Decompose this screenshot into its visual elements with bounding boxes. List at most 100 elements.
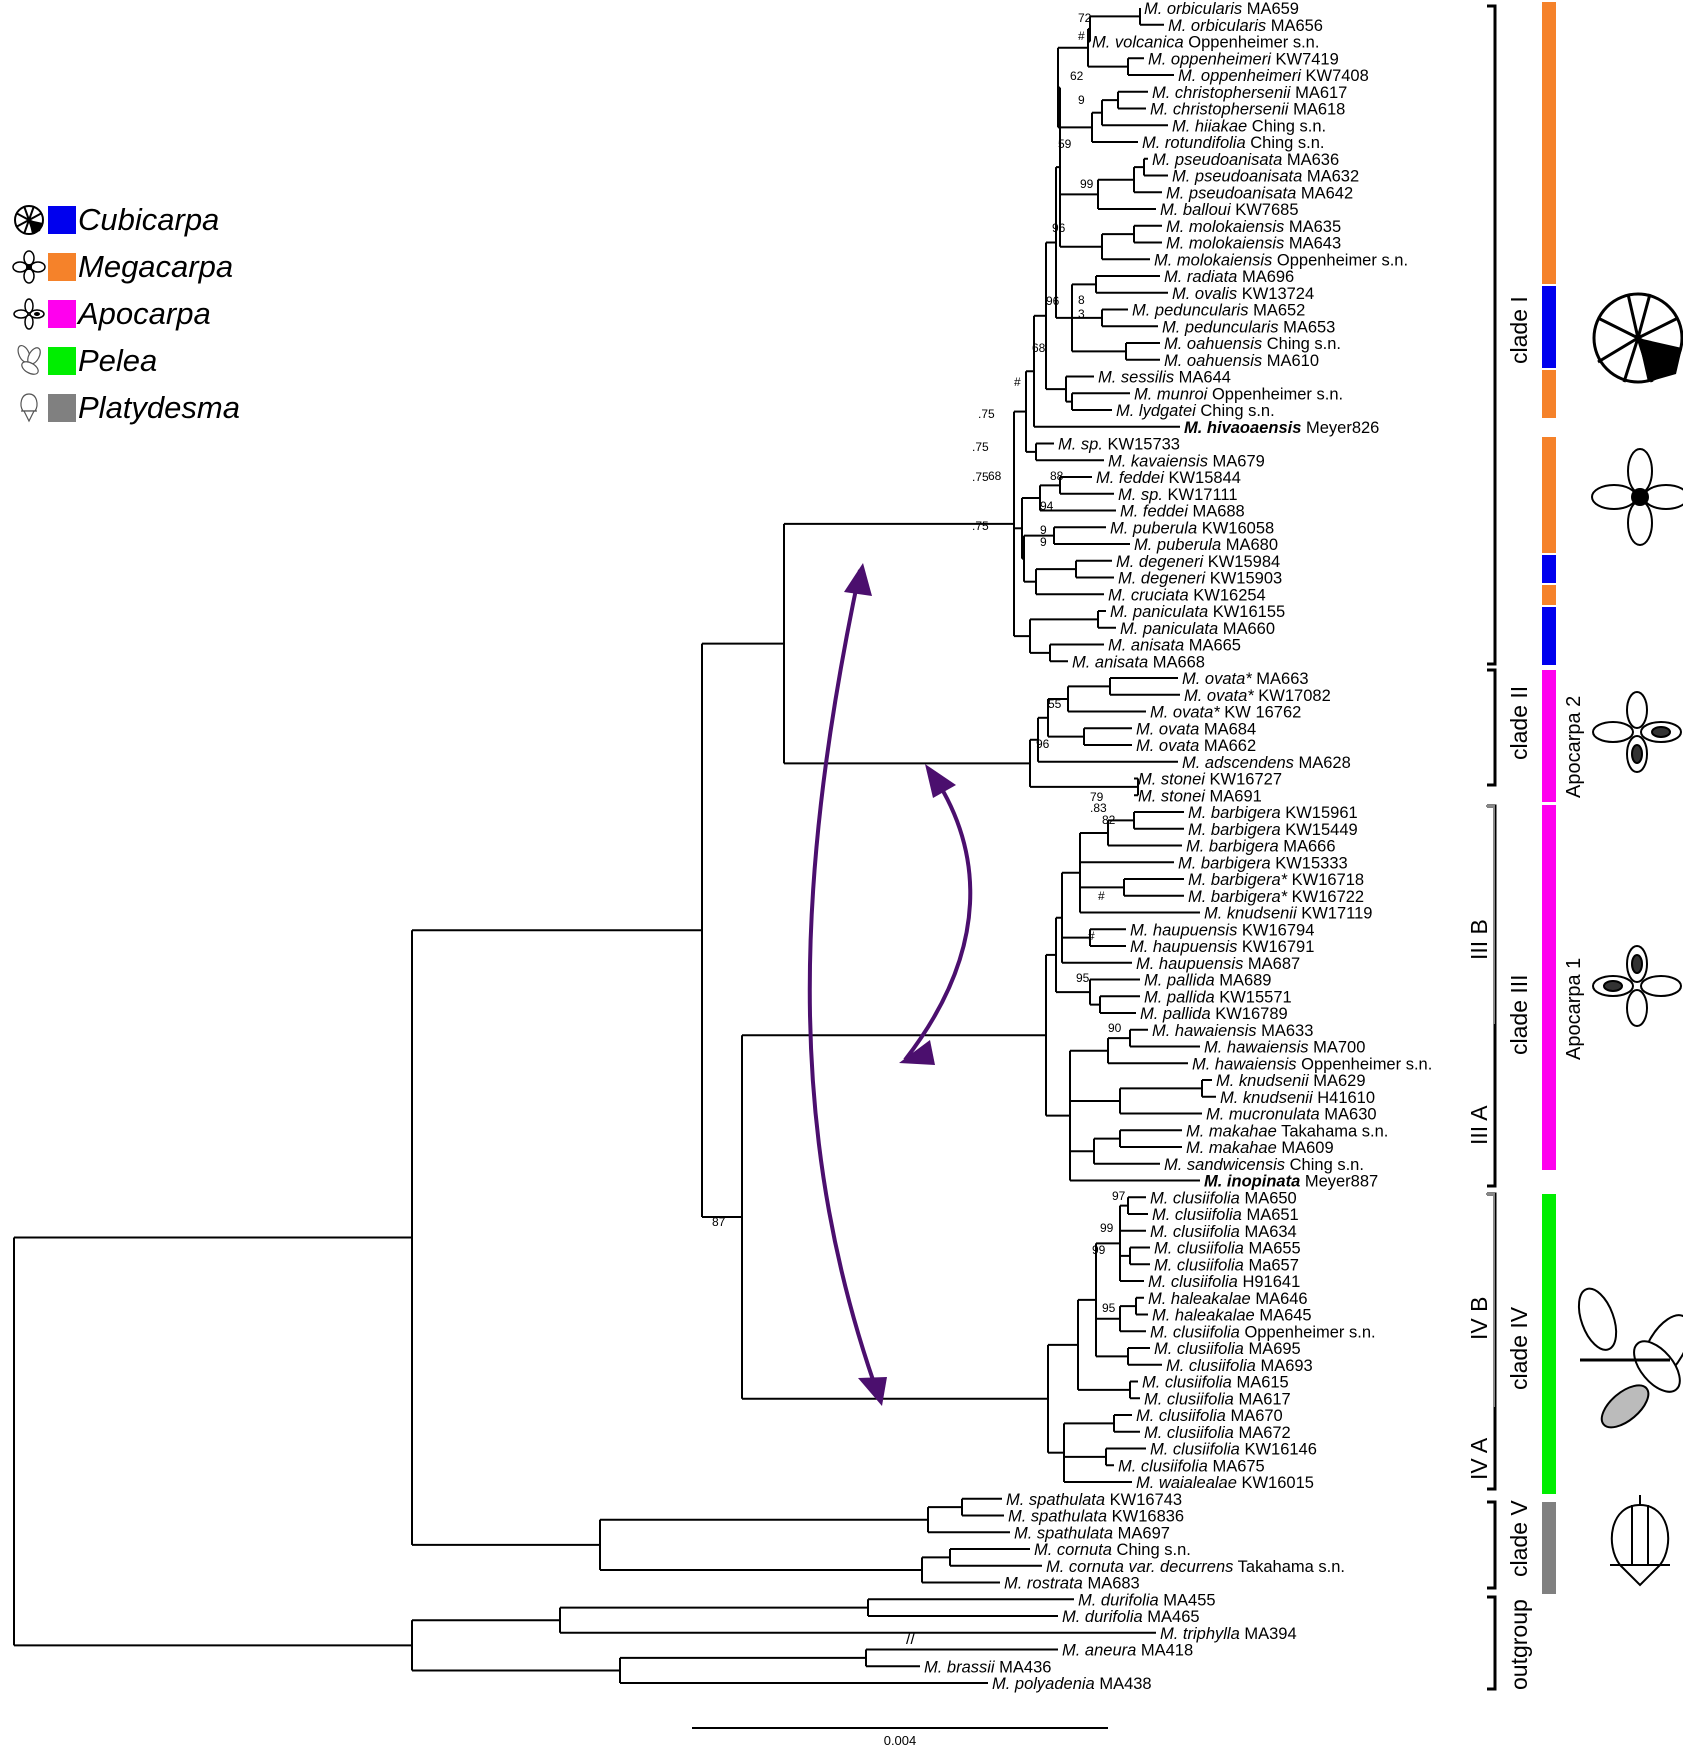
taxon-species: M. molokaiensis bbox=[1166, 235, 1284, 253]
taxon-species: M. oahuensis bbox=[1164, 335, 1262, 353]
taxon-voucher: KW13724 bbox=[1237, 285, 1314, 303]
taxon-voucher: MA455 bbox=[1159, 1591, 1216, 1609]
scale-bar-label: 0.004 bbox=[884, 1733, 917, 1748]
support-value: 87 bbox=[712, 1215, 726, 1229]
taxon-species: M. clusiifolia bbox=[1136, 1407, 1226, 1425]
taxon-label: M. ovata* KW 16762 bbox=[1150, 704, 1301, 722]
taxon-label: M. oahuensis Ching s.n. bbox=[1164, 335, 1341, 353]
taxon-label: M. oppenheimeri KW7408 bbox=[1178, 67, 1369, 85]
taxon-label: M. hawaiensis Oppenheimer s.n. bbox=[1192, 1055, 1432, 1073]
taxon-label: M. sandwicensis Ching s.n. bbox=[1164, 1156, 1364, 1174]
taxon-voucher: MA438 bbox=[1095, 1675, 1152, 1693]
taxon-species: M. clusiifolia bbox=[1166, 1357, 1256, 1375]
taxon-label: M. munroi Oppenheimer s.n. bbox=[1134, 385, 1343, 403]
taxon-label: M. peduncularis MA652 bbox=[1132, 302, 1305, 320]
taxon-label: M. spathulata MA697 bbox=[1014, 1524, 1170, 1542]
taxon-species: M. sandwicensis bbox=[1164, 1156, 1285, 1174]
taxon-voucher: KW17082 bbox=[1254, 687, 1331, 705]
taxon-species: M. feddei bbox=[1096, 469, 1165, 487]
support-value: 72 bbox=[1078, 11, 1092, 25]
taxon-voucher: MA660 bbox=[1218, 620, 1275, 638]
outgroup-label: outgroup bbox=[1506, 1599, 1532, 1690]
taxon-voucher: Ching s.n. bbox=[1196, 402, 1275, 420]
platydesma-flower-illustration bbox=[1610, 1495, 1670, 1587]
taxon-voucher: KW15571 bbox=[1215, 988, 1292, 1006]
taxon-voucher: MA632 bbox=[1302, 168, 1359, 186]
bracket-outgroup bbox=[1487, 1595, 1497, 1691]
taxon-label: M. clusiifolia MA672 bbox=[1144, 1424, 1291, 1442]
taxon-label: M. brassii MA436 bbox=[924, 1658, 1051, 1676]
taxon-voucher: KW7419 bbox=[1271, 50, 1339, 68]
clade-I-label: clade I bbox=[1506, 296, 1532, 364]
taxon-voucher: MA688 bbox=[1188, 503, 1245, 521]
taxon-voucher: MA665 bbox=[1184, 637, 1241, 655]
support-value: # bbox=[1078, 29, 1085, 43]
support-value: 99 bbox=[1092, 1243, 1106, 1257]
taxon-label: M. clusiifolia MA617 bbox=[1144, 1390, 1291, 1408]
taxon-species: M. barbigera bbox=[1188, 821, 1281, 839]
taxon-label: M. hiiakae Ching s.n. bbox=[1172, 117, 1326, 135]
taxon-species: M. molokaiensis bbox=[1154, 251, 1272, 269]
taxon-species: M. inopinata bbox=[1204, 1173, 1300, 1191]
taxon-voucher: KW16058 bbox=[1197, 519, 1274, 537]
bracket-clade-II bbox=[1487, 668, 1497, 787]
taxon-label: M. makahae MA609 bbox=[1186, 1139, 1334, 1157]
clade-IV-label: clade IV bbox=[1506, 1306, 1532, 1390]
taxon-species: M. haleakalae bbox=[1148, 1290, 1251, 1308]
taxon-voucher: MA670 bbox=[1226, 1407, 1283, 1425]
taxon-species: M. clusiifolia bbox=[1150, 1441, 1240, 1459]
taxon-voucher: KW16254 bbox=[1189, 586, 1266, 604]
taxon-label: M. barbigera KW15449 bbox=[1188, 821, 1358, 839]
taxon-label: M. paniculata MA660 bbox=[1120, 620, 1275, 638]
taxon-label: M. pallida MA689 bbox=[1144, 972, 1272, 990]
taxon-label: M. radiata MA696 bbox=[1164, 268, 1294, 286]
taxon-label: M. anisata MA668 bbox=[1072, 653, 1205, 671]
support-value: 59 bbox=[1058, 137, 1072, 151]
legend-item-platydesma: Platydesma bbox=[12, 384, 240, 431]
taxon-voucher: MA683 bbox=[1083, 1575, 1140, 1593]
taxon-species: M. knudsenii bbox=[1204, 905, 1298, 923]
taxon-label: M. pseudoanisata MA636 bbox=[1152, 151, 1339, 169]
taxon-species: M. durifolia bbox=[1078, 1591, 1159, 1609]
support-value: # bbox=[1014, 375, 1021, 389]
taxon-voucher: Ching s.n. bbox=[1112, 1541, 1191, 1559]
taxon-label: M. orbicularis MA656 bbox=[1168, 17, 1323, 35]
taxon-species: M. aneura bbox=[1062, 1642, 1136, 1660]
taxon-species: M. spathulata bbox=[1008, 1508, 1107, 1526]
support-value: .83 bbox=[1090, 801, 1107, 815]
taxon-species: M. barbigera* bbox=[1188, 888, 1288, 906]
taxon-voucher: Takahama s.n. bbox=[1277, 1122, 1389, 1140]
taxon-voucher: MA684 bbox=[1199, 720, 1256, 738]
taxon-species: M. pallida bbox=[1140, 1005, 1211, 1023]
support-value: 9 bbox=[1040, 535, 1047, 549]
taxon-species: M. stonei bbox=[1138, 771, 1206, 789]
taxon-voucher: Oppenheimer s.n. bbox=[1184, 34, 1320, 52]
taxon-label: M. puberula MA680 bbox=[1134, 536, 1278, 554]
taxon-label: M. hawaiensis MA700 bbox=[1204, 1039, 1365, 1057]
taxon-voucher: MA700 bbox=[1309, 1039, 1366, 1057]
taxon-species: M. spathulata bbox=[1014, 1524, 1113, 1542]
taxon-species: M. durifolia bbox=[1062, 1608, 1143, 1626]
taxon-species: M. degeneri bbox=[1118, 570, 1206, 588]
apocarpa-2-label: Apocarpa 2 bbox=[1563, 696, 1585, 798]
tree-branches bbox=[13, 8, 1216, 1684]
legend-swatch bbox=[48, 393, 76, 422]
legend-item-pelea: Pelea bbox=[12, 337, 240, 384]
clade-V-label: clade V bbox=[1506, 1500, 1532, 1577]
taxon-label: M. clusiifolia MA670 bbox=[1136, 1407, 1283, 1425]
taxon-species: M. christophersenii bbox=[1152, 84, 1292, 102]
support-value: .75 bbox=[972, 519, 989, 533]
taxon-voucher: MA636 bbox=[1282, 151, 1339, 169]
support-value: 68 bbox=[988, 469, 1002, 483]
taxon-species: M. adscendens bbox=[1182, 754, 1294, 772]
taxon-label: M. barbigera* KW16722 bbox=[1188, 888, 1364, 906]
taxon-voucher: MA666 bbox=[1279, 838, 1336, 856]
taxon-voucher: MA635 bbox=[1284, 218, 1341, 236]
taxon-voucher: KW17111 bbox=[1163, 486, 1238, 504]
legend-item-megacarpa: Megacarpa bbox=[12, 243, 240, 290]
taxon-species: M. haupuensis bbox=[1130, 921, 1237, 939]
taxon-label: M. ovata* MA663 bbox=[1182, 670, 1309, 688]
taxon-species: M. hivaoaensis bbox=[1184, 419, 1301, 437]
taxon-label: M. spathulata KW16836 bbox=[1008, 1508, 1184, 1526]
legend: Cubicarpa Megacarpa Apocarpa Pelea Platy… bbox=[12, 196, 240, 431]
